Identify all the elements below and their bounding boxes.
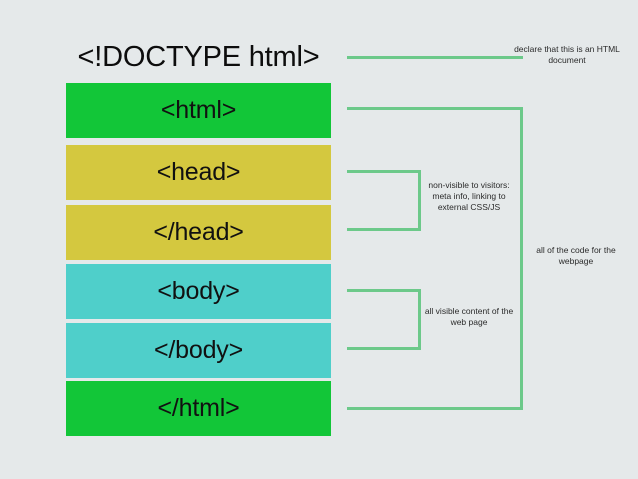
annotation-html-all-code: all of the code for the webpage [536, 245, 616, 266]
bar-body-open: <body> [66, 264, 331, 319]
html-bracket-bottom-arm [347, 407, 523, 410]
bar-head-open: <head> [66, 145, 331, 200]
bar-html-close: </html> [66, 381, 331, 436]
annotation-doctype: declare that this is an HTML document [514, 44, 620, 65]
bar-html-open: <html> [66, 83, 331, 138]
bar-body-close: </body> [66, 323, 331, 378]
doctype-leader-line [347, 56, 523, 59]
annotation-body: all visible content of the web page [424, 306, 514, 327]
head-bracket-bottom-arm [347, 228, 421, 231]
body-bracket-bottom-arm [347, 347, 421, 350]
body-bracket-stem [418, 289, 421, 350]
annotation-head: non-visible to visitors: meta info, link… [428, 180, 510, 212]
doctype-label: <!DOCTYPE html> [77, 41, 320, 73]
html-bracket-stem [520, 107, 523, 410]
bar-head-close: </head> [66, 205, 331, 260]
head-bracket-stem [418, 170, 421, 231]
head-bracket-top-arm [347, 170, 421, 173]
html-bracket-top-arm [347, 107, 523, 110]
body-bracket-top-arm [347, 289, 421, 292]
